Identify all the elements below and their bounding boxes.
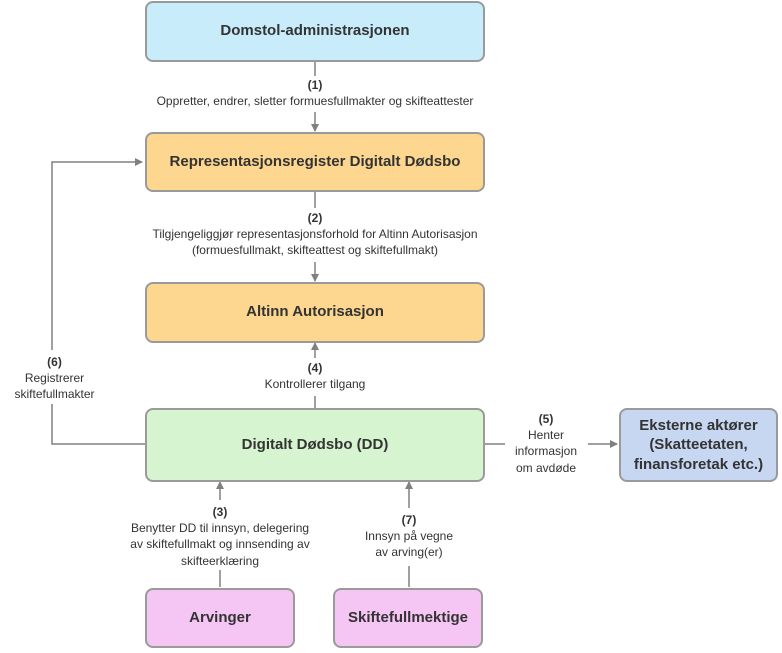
edge-label-3: (3) Benytter DD til innsyn, delegering a… [105,504,335,569]
box-digitalt-dodsbo: Digitalt Dødsbo (DD) [145,408,485,482]
edge-label-7: (7) Innsyn på vegne av arving(er) [339,512,479,561]
box-eksterne-line2: (Skatteetaten, [649,436,748,454]
edge-5-text-line3: om avdøde [515,460,577,475]
box-domstol-administrasjonen: Domstol-administrasjonen [145,1,485,62]
box-domstol-label: Domstol-administrasjonen [220,22,410,40]
box-eksterne-aktorer: Eksterne aktører (Skatteetaten, finansfo… [619,408,778,482]
edge-label-6: (6) Registrerer skiftefullmakter [2,354,107,403]
edge-4-text: Kontrollerer tilgang [264,377,366,392]
edge-label-4: (4) Kontrollerer tilgang [200,360,430,392]
box-register-label: Representasjonsregister Digitalt Dødsbo [169,152,461,170]
box-skiftefullmektige-label: Skiftefullmektige [347,608,469,626]
edge-3-text-line1: Benytter DD til innsyn, delegering [130,521,310,536]
edge-6-lower [51,404,145,445]
edge-3-text-line3: skifteerklæring [180,553,260,568]
edge-7-text-line1: Innsyn på vegne [364,529,454,544]
edge-4-number: (4) [307,361,323,375]
edge-label-5: (5) Henter informasjon om avdøde [500,411,592,476]
edge-2-text-line1: Tilgjengeliggjør representasjonsforhold … [152,227,478,242]
edge-6-text-line2: skiftefullmakter [14,387,95,402]
edge-label-2: (2) Tilgjengeliggjør representasjonsforh… [100,210,530,259]
edge-6-text-line1: Registrerer [24,371,85,386]
edge-5-number: (5) [538,412,554,426]
box-arvinger-label: Arvinger [189,608,251,626]
edge-1-text: Oppretter, endrer, sletter formuesfullma… [156,94,474,109]
box-altinn-autorisasjon: Altinn Autorisasjon [145,282,485,343]
box-dd-label: Digitalt Dødsbo (DD) [241,435,389,453]
box-eksterne-line3: finansforetak etc.) [633,455,764,473]
edge-2-text-line2: (formuesfullmakt, skifteattest og skifte… [191,243,439,258]
edge-7-text-line2: av arving(er) [375,545,443,560]
edge-7-number: (7) [401,513,417,527]
edge-3-text-line2: av skiftefullmakt og innsending av [130,537,310,552]
edge-1-number: (1) [307,78,323,92]
box-arvinger: Arvinger [145,588,295,648]
edge-5-text-line2: informasjon [514,444,578,459]
box-altinn-label: Altinn Autorisasjon [246,303,384,321]
box-eksterne-line1: Eksterne aktører [639,416,758,434]
edge-label-1: (1) Oppretter, endrer, sletter formuesfu… [100,77,530,109]
edge-6-number: (6) [47,355,62,369]
edge-3-number: (3) [212,505,228,519]
box-skiftefullmektige: Skiftefullmektige [333,588,483,648]
edge-6-upper [51,158,143,350]
edge-2-number: (2) [307,211,323,225]
box-representasjonsregister: Representasjonsregister Digitalt Dødsbo [145,132,485,192]
edge-5-text-line1: Henter [527,428,565,443]
